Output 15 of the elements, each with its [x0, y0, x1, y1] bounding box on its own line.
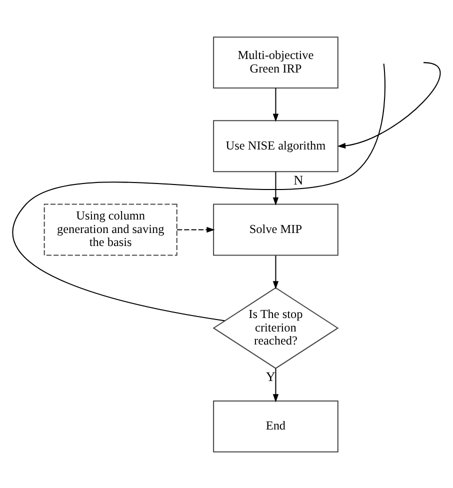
node-box: Use NISE algorithm: [213, 120, 338, 172]
arrow: [337, 62, 441, 148]
connector: [12, 63, 386, 321]
arrow: [272, 88, 279, 122]
arrow: [177, 226, 215, 232]
node-box: Solve MIP: [213, 203, 338, 256]
node-box: Using column generation and saving the basis: [44, 203, 178, 256]
node-box: Multi-objective Green IRP: [213, 36, 338, 88]
arrow: [272, 368, 279, 402]
arrow: [272, 255, 279, 289]
node-diamond: Is The stop criterion reached?: [212, 286, 339, 368]
arrow: [272, 171, 279, 206]
edge-label: N: [294, 172, 304, 188]
node-box: End: [213, 400, 338, 452]
edge-label: Y: [266, 368, 276, 384]
